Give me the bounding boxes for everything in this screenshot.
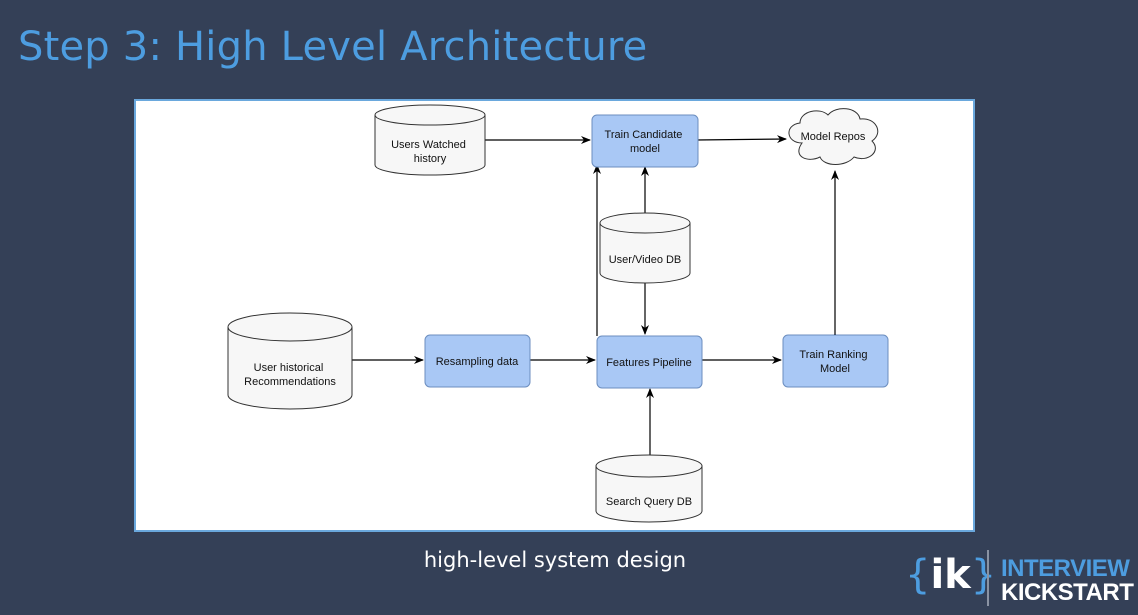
user-video-db: User/Video DB [599, 212, 691, 284]
train-candidate-model-node: Train Candidate model [591, 114, 699, 168]
users-watched-history-db: Users Watched history [374, 104, 486, 176]
node-label-user-video-db: User/Video DB [609, 254, 682, 266]
node-label-features-pipeline: Features Pipeline [606, 357, 692, 369]
svg-text:User historical Recomm: User historical Recommendations [244, 362, 336, 388]
train-ranking-model-node: Train Ranking Model [782, 334, 889, 388]
edge-train-candidate-to-model-repos [695, 135, 787, 144]
node-label-user-historical-line2: Recommendations [244, 376, 336, 388]
diagram-canvas: Users Watched history Train Candidate mo… [227, 104, 889, 523]
svg-text:Train Ranking Model: Train Ranking Model [799, 349, 870, 375]
slide-title: Step 3: High Level Architecture [18, 24, 648, 70]
logo-divider [987, 550, 989, 606]
architecture-diagram: Users Watched history Train Candidate mo… [134, 99, 975, 532]
ik-logo-mark: {ik} [905, 552, 997, 598]
edges [352, 135, 839, 456]
svg-text:Train Candidate model: Train Candidate model [605, 129, 686, 155]
node-label-train-candidate-line2: model [630, 143, 660, 155]
node-label-user-historical-line1: User historical [254, 362, 324, 374]
search-query-db: Search Query DB [595, 454, 703, 523]
logo-text-kickstart: KICKSTART [1001, 579, 1134, 606]
node-label-users-watched-line1: Users Watched [391, 139, 466, 151]
logo-text-interview: INTERVIEW [1001, 555, 1130, 582]
ik-logo-letters: ik [930, 552, 971, 598]
svg-text:Users Watched history: Users Watched history [391, 139, 469, 165]
resampling-data-node: Resampling data [424, 334, 531, 388]
node-label-train-candidate-line1: Train Candidate [605, 129, 683, 141]
node-label-model-repos: Model Repos [801, 131, 866, 143]
user-historical-recommendations-db: User historical Recommendations [227, 312, 353, 410]
node-label-train-ranking-line2: Model [820, 363, 850, 375]
interview-kickstart-logo: {ik} INTERVIEW KICKSTART [905, 548, 1135, 608]
node-label-search-query-db: Search Query DB [606, 496, 692, 508]
node-label-resampling: Resampling data [436, 356, 519, 368]
node-label-train-ranking-line1: Train Ranking [799, 349, 867, 361]
model-repos-cloud: Model Repos [788, 108, 879, 165]
node-label-users-watched-line2: history [414, 153, 447, 165]
diagram-caption: high-level system design [423, 548, 687, 572]
features-pipeline-node: Features Pipeline [596, 335, 703, 389]
